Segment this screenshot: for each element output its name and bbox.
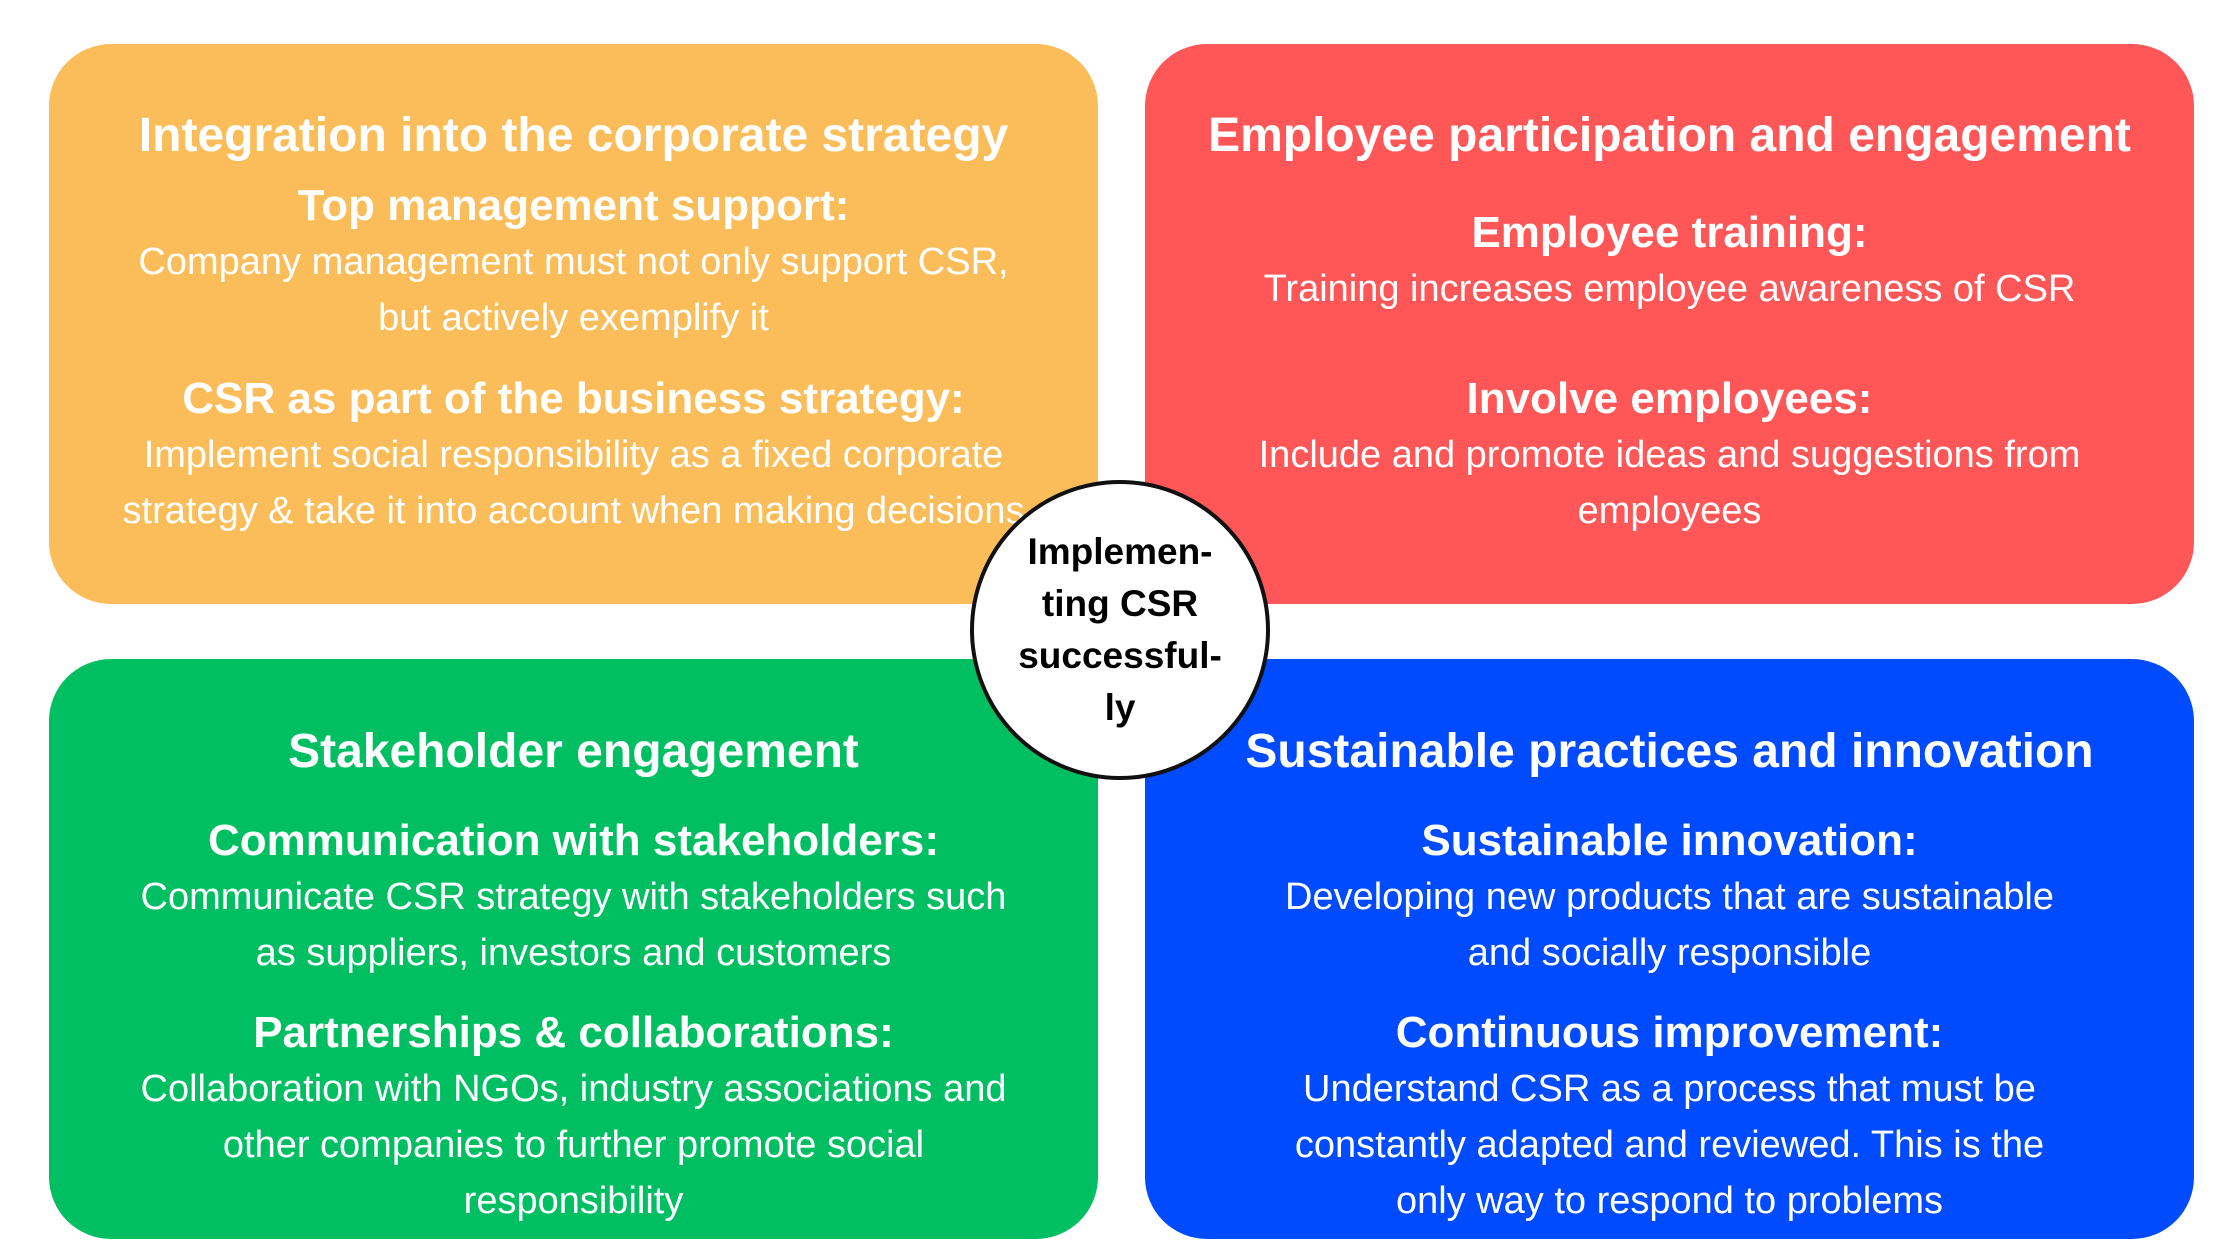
item-heading: CSR as part of the business strategy: bbox=[182, 374, 965, 423]
item-employee-training: Employee training: Training increases em… bbox=[1145, 205, 2194, 317]
item-heading: Continuous improvement: bbox=[1395, 1008, 1944, 1057]
item-partnerships: Partnerships & collaborations: Collabora… bbox=[49, 1005, 1098, 1229]
item-text: Communicate CSR strategy with stakeholde… bbox=[140, 876, 1007, 974]
item-communication-stakeholders: Communication with stakeholders: Communi… bbox=[49, 813, 1098, 981]
item-text: Collaboration with NGOs, industry associ… bbox=[140, 1068, 1007, 1222]
item-heading: Partnerships & collaborations: bbox=[253, 1008, 894, 1057]
center-label: Implemen- ting CSR successful- ly bbox=[1018, 531, 1222, 728]
item-heading: Communication with stakeholders: bbox=[208, 816, 939, 865]
quadrant-title: Sustainable practices and innovation bbox=[1245, 725, 2094, 778]
quadrant-employee: Employee participation and engagement Em… bbox=[1145, 44, 2194, 604]
item-sustainable-innovation: Sustainable innovation: Developing new p… bbox=[1145, 813, 2194, 981]
quadrant-sustainable: Sustainable practices and innovation Sus… bbox=[1145, 659, 2194, 1239]
item-top-management-support: Top management support: Company manageme… bbox=[49, 178, 1098, 346]
center-circle: Implemen- ting CSR successful- ly bbox=[970, 480, 1270, 780]
item-heading: Top management support: bbox=[297, 181, 850, 230]
quadrant-integration: Integration into the corporate strategy … bbox=[49, 44, 1098, 604]
quadrant-title: Stakeholder engagement bbox=[288, 725, 859, 778]
item-heading: Sustainable innovation: bbox=[1421, 816, 1918, 865]
quadrant-title: Employee participation and engagement bbox=[1208, 109, 2131, 162]
item-text: Developing new products that are sustain… bbox=[1285, 876, 2054, 974]
item-heading: Employee training: bbox=[1471, 208, 1868, 257]
item-text: Implement social responsibility as a fix… bbox=[122, 434, 1025, 532]
item-text: Understand CSR as a process that must be… bbox=[1294, 1068, 2045, 1222]
item-text: Company management must not only support… bbox=[138, 241, 1009, 339]
item-csr-business-strategy: CSR as part of the business strategy: Im… bbox=[49, 371, 1098, 539]
item-continuous-improvement: Continuous improvement: Understand CSR a… bbox=[1145, 1005, 2194, 1229]
item-text: Include and promote ideas and suggestion… bbox=[1258, 434, 2081, 532]
quadrant-title: Integration into the corporate strategy bbox=[138, 109, 1009, 162]
item-involve-employees: Involve employees: Include and promote i… bbox=[1145, 371, 2194, 539]
item-text: Training increases employee awareness of… bbox=[1263, 268, 2076, 310]
quadrant-stakeholder: Stakeholder engagement Communication wit… bbox=[49, 659, 1098, 1239]
item-heading: Involve employees: bbox=[1466, 374, 1873, 423]
